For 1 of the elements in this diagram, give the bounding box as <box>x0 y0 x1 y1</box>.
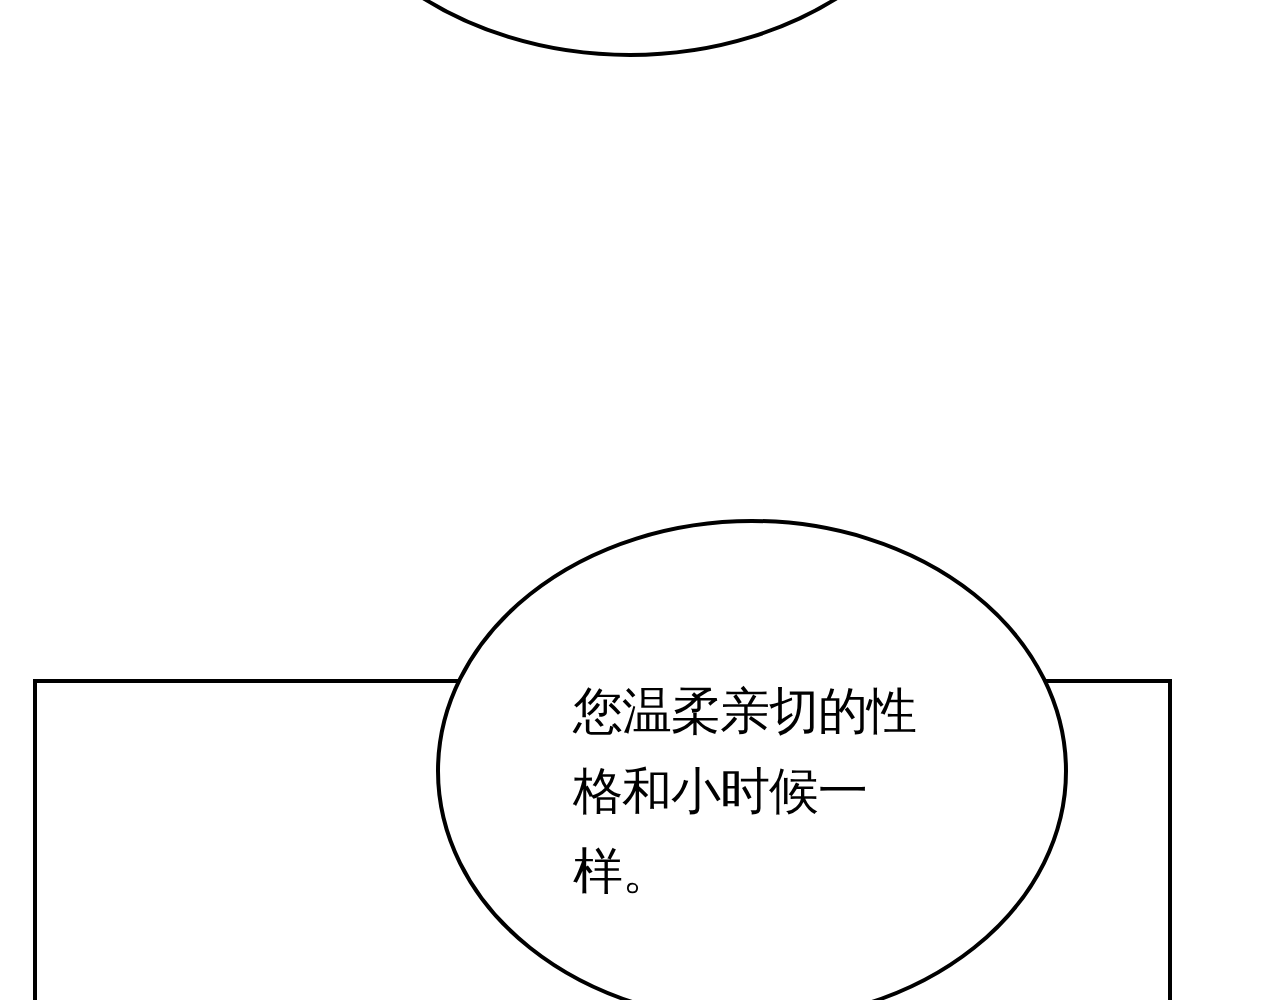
dialogue-text: 您温柔亲切的性格和小时候一样。 <box>573 681 917 902</box>
